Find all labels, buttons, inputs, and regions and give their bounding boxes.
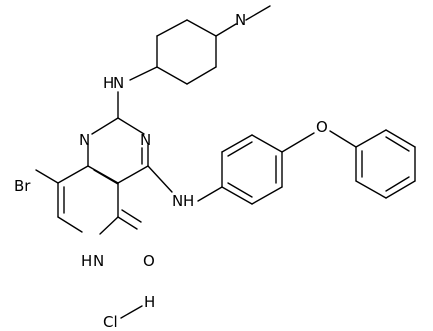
bond: [186, 19, 217, 37]
bond: [245, 5, 271, 21]
bond: [156, 19, 188, 37]
bond: [121, 209, 142, 223]
bond: [57, 216, 83, 233]
bond: [99, 216, 119, 235]
atom-carbonyl-o: O: [143, 252, 155, 270]
bond: [221, 134, 253, 153]
atom-lactam-n: N: [93, 252, 104, 270]
bond: [120, 305, 143, 319]
bond: [281, 132, 315, 153]
bond: [147, 165, 173, 193]
bond: [355, 129, 387, 148]
bond: [117, 165, 149, 184]
atom-salt-cl: Cl: [103, 313, 118, 331]
bonds: [35, 5, 416, 319]
bond: [251, 134, 283, 153]
atom-nh-piperidinyl-n: N: [113, 74, 124, 92]
atom-salt-h: H: [144, 293, 155, 311]
bond: [91, 117, 119, 135]
bond: [385, 136, 410, 152]
bond: [186, 66, 217, 85]
atom-labels: N H N N N N H O Br H N O Cl H: [14, 11, 328, 331]
atom-n-methylpiperidine: N: [235, 11, 246, 29]
bond: [117, 117, 145, 135]
bond: [93, 169, 119, 185]
bond: [197, 186, 223, 202]
bond: [57, 165, 89, 184]
bond: [385, 129, 416, 148]
atom-nh-anilino-h: H: [183, 192, 194, 210]
bond: [35, 169, 59, 184]
bond: [129, 66, 158, 81]
bond: [117, 216, 138, 230]
bond: [385, 180, 416, 199]
bond: [221, 186, 253, 205]
bond: [329, 130, 357, 148]
bond: [385, 176, 410, 192]
bond: [355, 180, 387, 199]
atom-lactam-h: H: [81, 252, 92, 270]
bond: [215, 23, 237, 37]
atom-nh-anilino-n: N: [172, 192, 183, 210]
bond: [227, 141, 253, 157]
atom-pyrimidine-n-left: N: [79, 131, 90, 149]
atom-pyrimidine-n-top: N: [140, 131, 151, 149]
bond: [156, 66, 188, 85]
atom-bromo: Br: [14, 177, 31, 195]
atom-nh-piperidinyl-h: H: [103, 74, 114, 92]
bond: [251, 186, 283, 205]
bond: [227, 182, 253, 198]
atom-ether-o: O: [316, 118, 328, 136]
